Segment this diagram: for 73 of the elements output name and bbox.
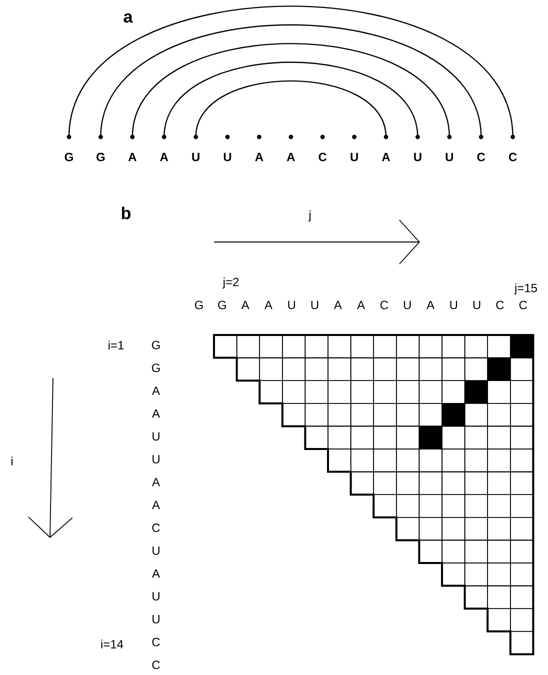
sequence-letter: U [152, 546, 160, 555]
node-label: A [382, 152, 390, 162]
sequence-letter: A [264, 300, 272, 310]
sequence-letter: A [152, 409, 160, 418]
base-node: C [477, 134, 486, 162]
node-label: C [477, 152, 486, 162]
node-label: G [64, 152, 73, 162]
axis-label: i [11, 456, 13, 466]
sequence-letter: A [357, 300, 366, 310]
base-node: A [255, 134, 264, 162]
node-label: G [96, 152, 105, 162]
index-label: j=15 [514, 283, 537, 295]
sequence-letter: A [152, 500, 160, 510]
sequence-letter: U [152, 615, 160, 624]
base-pair-arc [164, 62, 418, 138]
sequence-letter: G [218, 300, 226, 310]
sequence-letter: U [152, 592, 160, 601]
sequence-letter: U [404, 300, 411, 310]
node-label: C [508, 152, 517, 162]
base-node: C [508, 134, 517, 162]
node-label: A [160, 152, 168, 162]
node-label: A [286, 152, 295, 162]
sequence-letter: C [519, 300, 527, 310]
sequence-letter: A [426, 300, 434, 310]
sequence-letter: A [152, 386, 160, 395]
base-node: U [350, 134, 358, 162]
index-label: i=14 [101, 640, 124, 648]
base-node: C [318, 134, 327, 162]
base-pair-arc [68, 6, 514, 138]
sequence-letter: C [152, 638, 160, 646]
sequence-letter: U [288, 300, 295, 310]
base-node: U [192, 134, 200, 162]
sequence-letter: C [380, 300, 388, 310]
sequence-letter: C [152, 524, 160, 532]
sequence-letter: A [241, 300, 250, 310]
base-pair-arc [195, 80, 387, 138]
node-label: A [255, 152, 264, 162]
node-label: U [224, 152, 232, 162]
sequence-letter: G [152, 364, 160, 372]
node-label: A [128, 152, 136, 162]
sequence-letter: U [152, 455, 160, 464]
sequence-letter: U [311, 300, 318, 310]
base-node: A [160, 134, 168, 162]
sequence-letter: C [496, 300, 504, 310]
sequence-letter: U [473, 300, 480, 310]
index-label: j=2 [222, 277, 239, 289]
sequence-letter: U [152, 432, 160, 441]
base-node: A [128, 134, 136, 162]
sequence-letter: U [450, 300, 458, 310]
base-node: G [96, 134, 105, 162]
node-label: U [350, 152, 358, 162]
base-node: A [382, 134, 390, 162]
base-node: G [64, 134, 73, 162]
base-node: A [286, 134, 295, 162]
sequence-letter: A [152, 478, 160, 486]
axis-label: j [308, 210, 311, 222]
base-node: U [446, 134, 453, 162]
node-label: C [318, 152, 327, 162]
node-label: U [414, 152, 422, 162]
base-pair-arc [132, 43, 450, 138]
base-pair-arc [100, 24, 482, 138]
sequence-letter: A [334, 300, 342, 310]
panel-letter: a [124, 13, 133, 23]
base-node: U [414, 134, 422, 162]
sequence-letter: G [152, 340, 160, 350]
sequence-letter: C [152, 660, 160, 670]
sequence-letter: G [194, 300, 203, 310]
sequence-letter: A [152, 569, 160, 578]
base-node: U [224, 134, 232, 162]
index-label: i=1 [108, 340, 124, 350]
node-label: U [446, 152, 453, 162]
node-label: U [192, 152, 200, 162]
panel-letter: b [122, 206, 130, 220]
